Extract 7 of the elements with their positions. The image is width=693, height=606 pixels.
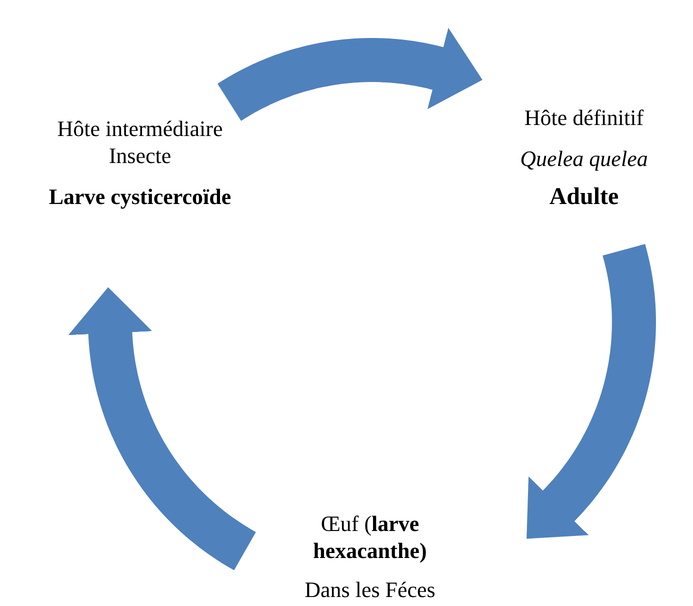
label-text: Hôte intermédiaire Insecte (56, 115, 224, 169)
label-text: Quelea quelea (519, 145, 649, 172)
label-text: Larve cysticercoïde (48, 183, 232, 210)
label-text: Hôte définitif (523, 104, 645, 131)
label-text: Œuf (larve hexacanthe) (312, 510, 428, 564)
label-text: Dans les Féces (304, 576, 436, 603)
label-text: Adulte (548, 184, 620, 211)
